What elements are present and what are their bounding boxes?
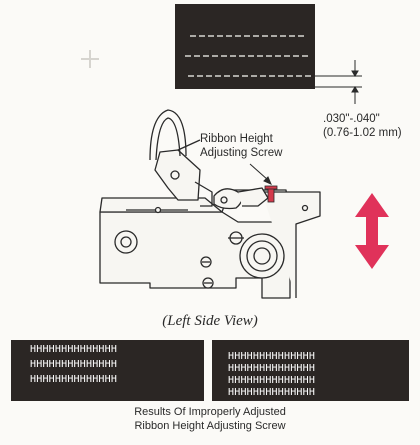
callout-line-1: Ribbon Height (200, 133, 273, 145)
ribbon-height-screw-label: Ribbon Height Adjusting Screw (200, 132, 282, 160)
sample-left-row-1: HHHHHHHHHHHHHH (30, 344, 118, 355)
callout-line-2: Adjusting Screw (200, 147, 283, 159)
figure-caption: Results Of Improperly Adjusted Ribbon He… (0, 405, 420, 433)
sparkle-mark (81, 50, 99, 68)
print-mechanism (99, 109, 321, 299)
callout-leader (249, 163, 272, 185)
top-ribbon (175, 4, 315, 89)
dimension-label: .030"-.040" (0.76-1.02 mm) (323, 112, 402, 140)
sample-ribbon-right (212, 340, 409, 401)
sample-right-row-1: HHHHHHHHHHHHHH (228, 351, 316, 362)
up-down-arrow-icon (355, 193, 389, 269)
sample-right-row-2: HHHHHHHHHHHHHH (228, 363, 316, 374)
sample-ribbon-left (11, 340, 204, 401)
sample-left-row-3: HHHHHHHHHHHHHH (30, 374, 118, 385)
ribbon-height-screw (264, 185, 278, 203)
caption-line-1: Results Of Improperly Adjusted (134, 406, 286, 418)
caption-line-2: Ribbon Height Adjusting Screw (134, 420, 286, 432)
sample-left-row-2: HHHHHHHHHHHHHH (30, 359, 118, 370)
dimension-marker (315, 60, 362, 104)
sample-right-row-3: HHHHHHHHHHHHHH (228, 375, 316, 386)
sample-right-row-4: HHHHHHHHHHHHHH (228, 387, 316, 398)
dimension-mm: (0.76-1.02 mm) (323, 127, 402, 139)
view-title: (Left Side View) (162, 313, 258, 329)
dimension-inches: .030"-.040" (323, 113, 380, 125)
